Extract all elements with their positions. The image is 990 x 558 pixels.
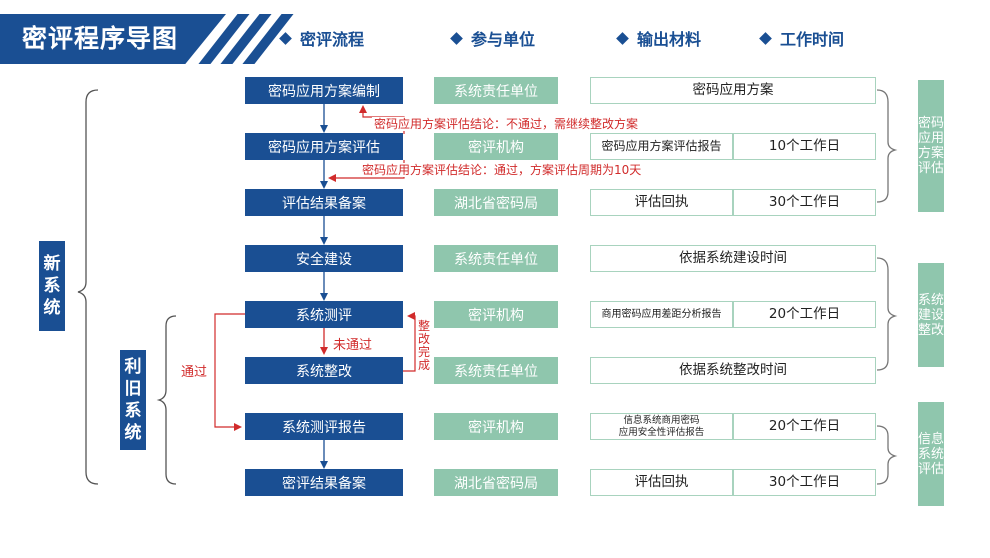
- unit-cell: 密评机构: [434, 413, 558, 440]
- time-cell: 10个工作日: [733, 133, 876, 160]
- output-line: 信息系统商用密码: [623, 414, 700, 426]
- unit-cell: 系统责任单位: [434, 357, 558, 384]
- time-cell: 20个工作日: [733, 413, 876, 440]
- side-label-system-eval: 信息系统评估: [918, 402, 944, 506]
- rectified-label: 整改完成: [418, 319, 431, 372]
- output-cell: 评估回执: [590, 469, 733, 496]
- passed-label: 通过: [181, 365, 208, 380]
- unit-cell: 湖北省密码局: [434, 189, 558, 216]
- unit-cell: 湖北省密码局: [434, 469, 558, 496]
- page-title: 密评程序导图: [22, 24, 179, 53]
- step-rectification: 系统整改: [245, 357, 403, 384]
- header-label: 参与单位: [471, 30, 536, 49]
- time-cell: 20个工作日: [733, 301, 876, 328]
- output-cell: 商用密码应用差距分析报告: [590, 301, 733, 328]
- step-test-report: 系统测评报告: [245, 413, 403, 440]
- time-cell: 30个工作日: [733, 189, 876, 216]
- unit-cell: 密评机构: [434, 301, 558, 328]
- step-plan-evaluation: 密码应用方案评估: [245, 133, 403, 160]
- header-time: 工作时间: [759, 29, 845, 51]
- output-cell: 密码应用方案评估报告: [590, 133, 733, 160]
- step-final-filing: 密评结果备案: [245, 469, 403, 496]
- step-system-test: 系统测评: [245, 301, 403, 328]
- header-label: 工作时间: [780, 30, 845, 49]
- header-process: 密评流程: [279, 29, 365, 51]
- unit-cell: 系统责任单位: [434, 245, 558, 272]
- output-cell: 依据系统整改时间: [590, 357, 876, 384]
- header-label: 密评流程: [300, 30, 365, 49]
- output-cell: 密码应用方案: [590, 77, 876, 104]
- header-unit: 参与单位: [450, 29, 536, 51]
- pass-note: 密码应用方案评估结论：通过，方案评估周期为10天: [360, 163, 644, 177]
- side-label-plan-eval: 密码应用方案评估: [918, 80, 944, 212]
- step-result-filing: 评估结果备案: [245, 189, 403, 216]
- unit-cell: 系统责任单位: [434, 77, 558, 104]
- side-label-construction: 系统建设整改: [918, 263, 944, 367]
- output-cell: 评估回执: [590, 189, 733, 216]
- output-cell: 信息系统商用密码 应用安全性评估报告: [590, 413, 733, 440]
- output-line: 应用安全性评估报告: [618, 426, 705, 438]
- time-cell: 30个工作日: [733, 469, 876, 496]
- step-plan-drafting: 密码应用方案编制: [245, 77, 403, 104]
- header-label: 输出材料: [637, 30, 702, 49]
- old-system-label: 利旧系统: [120, 350, 146, 450]
- not-passed-label: 未通过: [333, 338, 373, 353]
- title-banner: [0, 14, 226, 64]
- header-output: 输出材料: [616, 29, 702, 51]
- output-cell: 依据系统建设时间: [590, 245, 876, 272]
- fail-note: 密码应用方案评估结论：不通过，需继续整改方案: [372, 117, 641, 131]
- step-security-construction: 安全建设: [245, 245, 403, 272]
- unit-cell: 密评机构: [434, 133, 558, 160]
- new-system-label: 新系统: [39, 241, 65, 331]
